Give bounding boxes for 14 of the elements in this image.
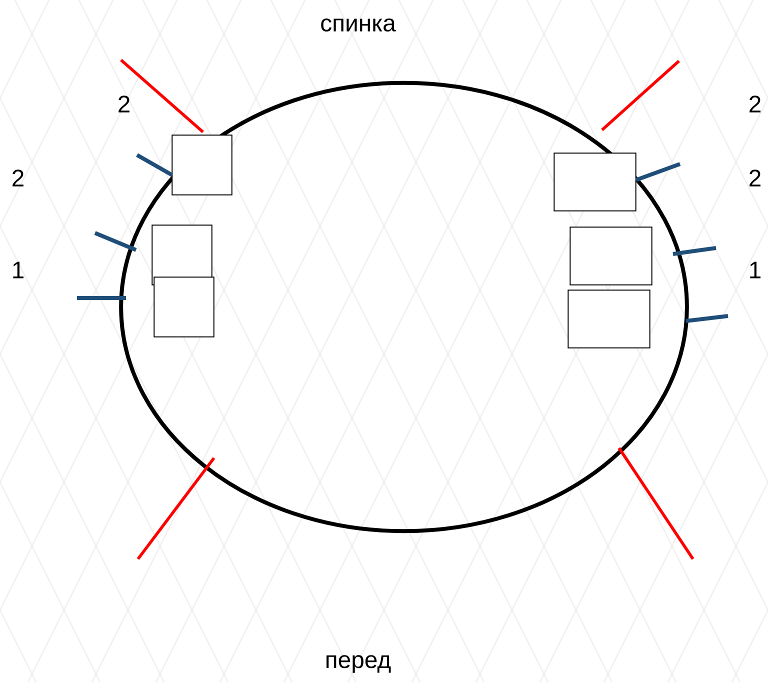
- count-number: 2: [12, 170, 24, 186]
- side-label: перед: [326, 655, 391, 673]
- side-label: спинка: [321, 18, 396, 32]
- count-number: 1: [13, 262, 24, 278]
- count-number: 2: [750, 96, 760, 112]
- count-number: 2: [750, 170, 760, 186]
- square-box: [172, 134, 232, 196]
- square-box: [570, 226, 652, 286]
- count-number: 1: [750, 262, 760, 278]
- square-box: [568, 290, 650, 348]
- square-box: [154, 276, 214, 338]
- square-box: [554, 152, 636, 212]
- oval-outline: [119, 80, 689, 534]
- count-number: 2: [118, 96, 130, 112]
